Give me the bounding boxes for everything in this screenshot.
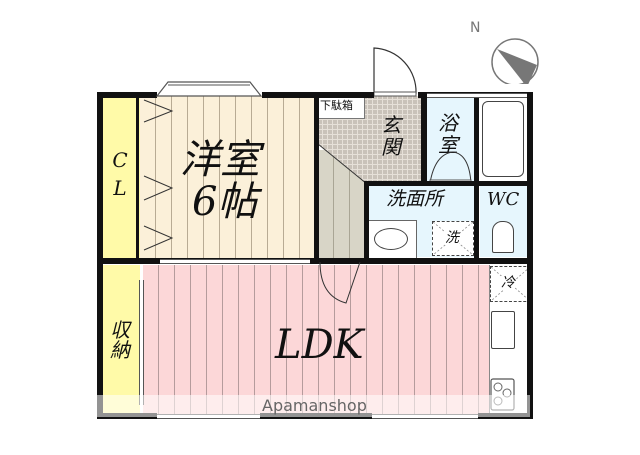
north-label: N bbox=[470, 20, 481, 36]
western-room-label: 洋室 6帖 bbox=[180, 137, 260, 225]
wall-entrance-right bbox=[421, 92, 427, 186]
storage bbox=[101, 265, 140, 415]
compass: N bbox=[470, 14, 540, 84]
window-bath bbox=[427, 93, 527, 98]
ldk bbox=[143, 265, 489, 415]
closet-door-icon bbox=[143, 99, 174, 251]
vanity bbox=[368, 220, 417, 258]
wall-left bbox=[97, 92, 103, 419]
western-room bbox=[140, 96, 316, 260]
fridge-space: 冷 bbox=[490, 266, 531, 302]
sliding-door-western[interactable] bbox=[160, 259, 310, 264]
front-door-icon[interactable] bbox=[370, 44, 420, 100]
toilet-icon bbox=[492, 221, 514, 253]
wall-bath-right bbox=[474, 92, 479, 262]
closet-label: C L bbox=[112, 148, 128, 200]
wall-washroom-left bbox=[364, 181, 369, 261]
sink bbox=[491, 311, 515, 349]
toilet-label: WC bbox=[487, 189, 520, 210]
bathroom-label: 浴 室 bbox=[438, 111, 458, 157]
wall-washroom-top bbox=[364, 181, 530, 186]
bathtub bbox=[482, 101, 524, 177]
washroom-label: 洗面所 bbox=[386, 188, 444, 210]
watermark: Apamanshop bbox=[90, 395, 530, 417]
wall-western-right bbox=[314, 92, 319, 262]
compass-arrow-icon bbox=[491, 38, 539, 84]
wall-top-left bbox=[97, 92, 157, 98]
ldk-label: LDK bbox=[275, 322, 364, 368]
shoe-box: 下駄箱 bbox=[318, 96, 365, 119]
closet-sliding-door[interactable] bbox=[139, 280, 144, 405]
bathroom bbox=[427, 96, 475, 182]
ldk-door-icon[interactable] bbox=[316, 258, 366, 308]
bay-window bbox=[155, 81, 263, 97]
entrance-step-line bbox=[318, 143, 368, 185]
closet bbox=[101, 96, 140, 260]
washer-space: 洗 bbox=[432, 221, 474, 256]
wall-right bbox=[527, 92, 533, 419]
storage-label: 収 納 bbox=[110, 318, 130, 362]
entrance-label: 玄 関 bbox=[381, 113, 401, 159]
wall-closet-divider bbox=[136, 96, 139, 260]
